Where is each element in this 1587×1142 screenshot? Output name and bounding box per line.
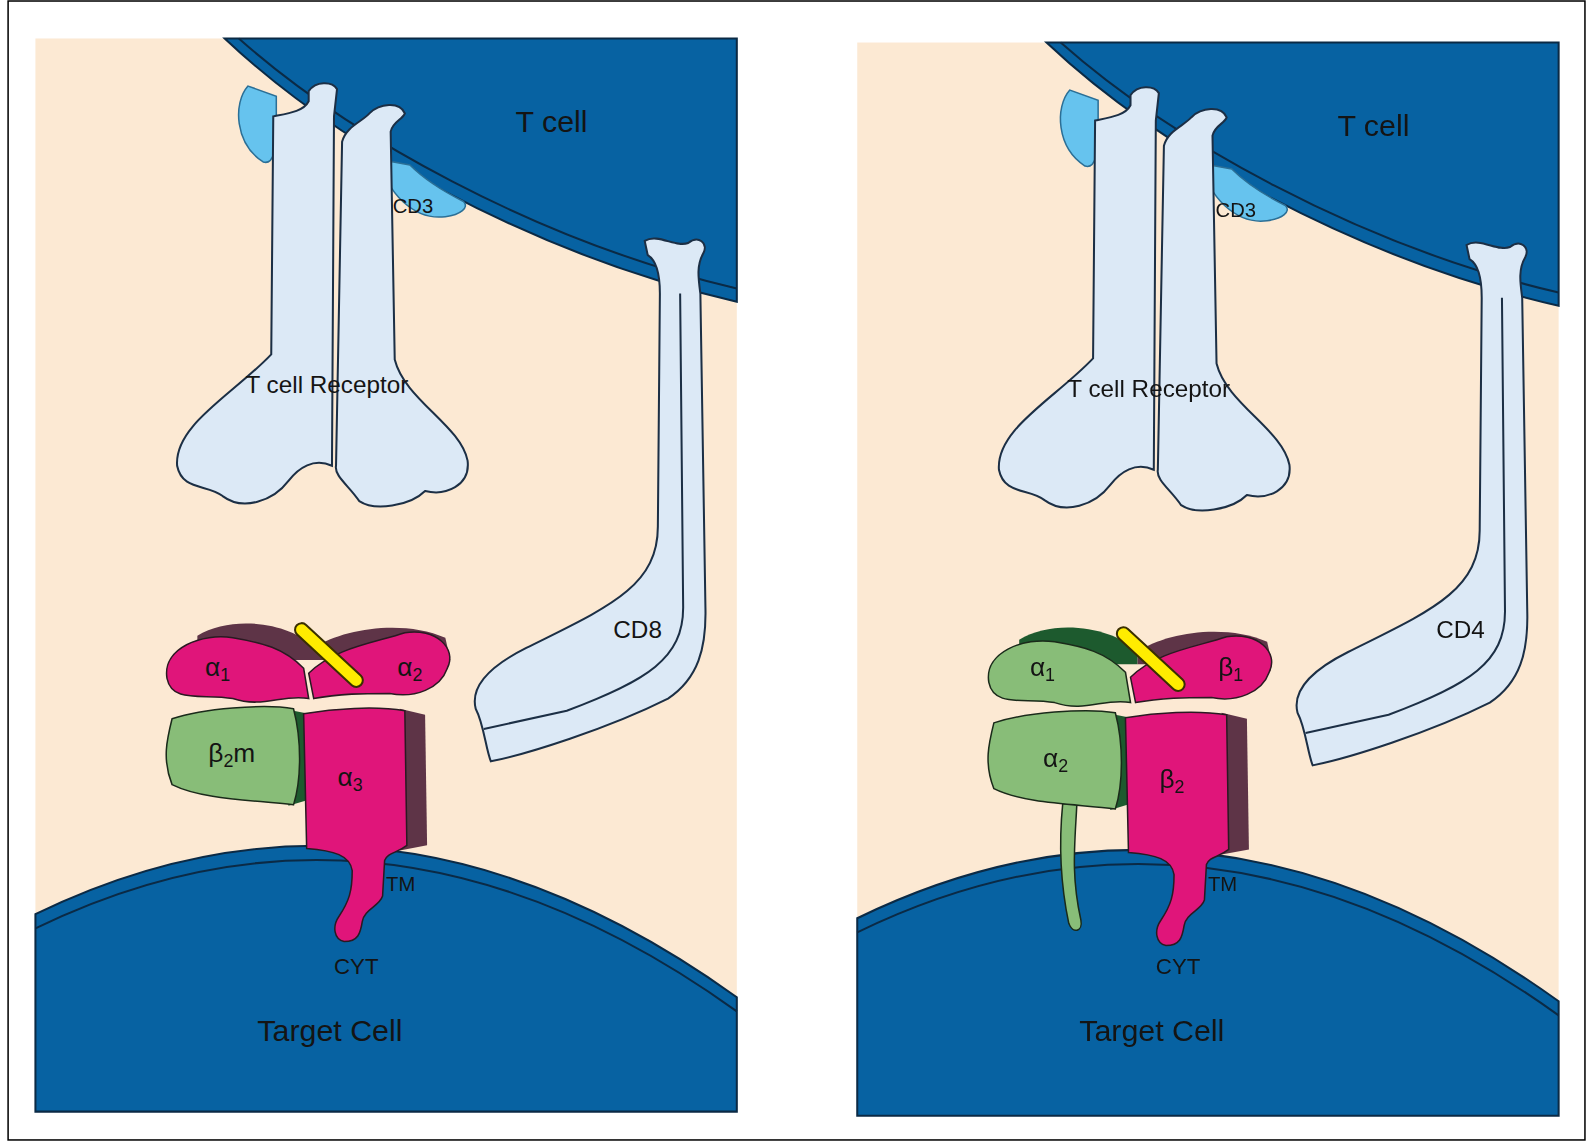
cell-node: Target Cell bbox=[1030, 1008, 1273, 1053]
part-label: CYT bbox=[1156, 954, 1201, 980]
node-text: T cell Receptor bbox=[245, 371, 408, 399]
node-text: α2 bbox=[397, 653, 422, 683]
receptor-node: T cell Receptor bbox=[245, 352, 408, 417]
peptide-outline bbox=[302, 630, 357, 681]
protein-node: CD3 bbox=[378, 191, 449, 219]
beta2-domain bbox=[1125, 712, 1228, 945]
coreceptor-node: CD8 bbox=[592, 613, 683, 647]
node-text: T cell Receptor bbox=[1067, 375, 1230, 403]
left-panel bbox=[35, 38, 736, 1111]
part-label: CYT bbox=[334, 954, 379, 980]
node-text: α1 bbox=[1030, 653, 1055, 683]
part-label: TM bbox=[386, 872, 415, 895]
alpha3-domain bbox=[304, 708, 407, 941]
node-text: CD8 bbox=[613, 616, 662, 644]
node-text: α3 bbox=[338, 762, 363, 792]
node-text: CD3 bbox=[1216, 198, 1256, 221]
b2m-domain bbox=[166, 707, 299, 805]
domain-node: β2m bbox=[186, 734, 277, 774]
right-panel bbox=[857, 43, 1558, 1116]
alpha1-domain bbox=[988, 641, 1130, 706]
domain-node: α2 bbox=[374, 648, 445, 688]
coreceptor-node: CD4 bbox=[1415, 613, 1506, 647]
domain-node: α1 bbox=[182, 648, 253, 688]
node-text: Target Cell bbox=[257, 1013, 402, 1048]
cell-node: Target Cell bbox=[208, 1008, 451, 1053]
node-text: β1 bbox=[1218, 653, 1243, 683]
node-text: T cell bbox=[516, 104, 588, 139]
node-text: T cell bbox=[1337, 108, 1409, 143]
node-text: CD3 bbox=[393, 194, 433, 217]
alpha2-stalk bbox=[1061, 804, 1082, 930]
cell-node: T cell bbox=[471, 99, 633, 144]
node-text: β2 bbox=[1159, 764, 1184, 794]
node-text: β2m bbox=[208, 739, 255, 769]
mhc-class-one bbox=[166, 623, 450, 941]
domain-node: α1 bbox=[1007, 648, 1078, 688]
node-text: Target Cell bbox=[1079, 1013, 1224, 1048]
domain-node: β1 bbox=[1195, 648, 1266, 688]
node-text: α1 bbox=[205, 653, 230, 683]
alpha2-domain bbox=[988, 711, 1121, 809]
receptor-node: T cell Receptor bbox=[1067, 356, 1230, 421]
mhc-class-two bbox=[988, 627, 1272, 945]
part-label: TM bbox=[1208, 872, 1237, 895]
domain-node: α2 bbox=[1020, 739, 1091, 779]
alpha1-domain bbox=[167, 637, 309, 702]
domain-node: β2 bbox=[1137, 759, 1208, 799]
peptide-outline bbox=[1123, 634, 1178, 685]
protein-node: CD3 bbox=[1200, 195, 1271, 223]
node-text: CD4 bbox=[1436, 616, 1485, 644]
cell-node: T cell bbox=[1292, 103, 1454, 148]
peptide bbox=[1123, 634, 1178, 685]
frame bbox=[8, 1, 1585, 1140]
peptide bbox=[302, 630, 357, 681]
node-text: α2 bbox=[1043, 744, 1068, 774]
domain-node: α3 bbox=[315, 757, 386, 797]
